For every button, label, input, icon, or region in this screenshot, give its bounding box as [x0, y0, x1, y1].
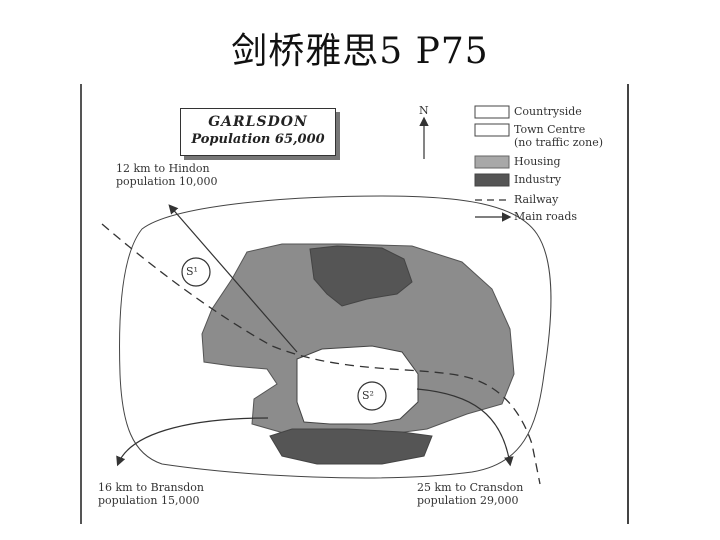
- hindon-distance: 12 km to Hindon: [116, 162, 210, 175]
- site-s2-label: S²: [362, 389, 374, 402]
- town-centre-area: [296, 345, 419, 425]
- countryside-boundary: [119, 195, 552, 479]
- legend-housing-symbol: [474, 155, 510, 169]
- legend-town-centre-symbol: [474, 123, 510, 137]
- map-frame: GARLSDON Population 65,000 N Countryside…: [80, 84, 629, 524]
- town-name: GARLSDON: [208, 114, 308, 130]
- legend-town-centre-label: Town Centre (no traffic zone): [514, 123, 604, 149]
- hindon-population: population 10,000: [116, 175, 218, 188]
- railway-line: [101, 223, 541, 485]
- cransdon-distance: 25 km to Cransdon: [417, 481, 524, 494]
- town-population: Population 65,000: [191, 132, 325, 147]
- legend-housing-label: Housing: [514, 155, 561, 168]
- cransdon-population: population 29,000: [417, 494, 519, 507]
- slide-title: 剑桥雅思5 P75: [231, 31, 489, 72]
- industry-north: [309, 245, 413, 307]
- road-to-hindon: [168, 204, 298, 353]
- town-info-box: GARLSDON Population 65,000: [180, 108, 336, 156]
- site-s2-marker[interactable]: [357, 381, 387, 411]
- map-canvas: [101, 105, 552, 485]
- legend-road-label: Main roads: [514, 210, 578, 223]
- bransdon-distance: 16 km to Bransdon: [98, 481, 205, 494]
- hindon-destination: 12 km to Hindon population 10,000: [116, 162, 218, 188]
- road-to-cransdon: [416, 388, 514, 467]
- legend-industry-label: Industry: [514, 173, 562, 186]
- cransdon-destination: 25 km to Cransdon population 29,000: [417, 481, 523, 507]
- legend-railway-label: Railway: [514, 193, 559, 206]
- industry-south: [269, 428, 433, 465]
- bransdon-destination: 16 km to Bransdon population 15,000: [98, 481, 204, 507]
- bransdon-population: population 15,000: [98, 494, 200, 507]
- legend-countryside-symbol: [474, 105, 510, 119]
- site-s1-marker[interactable]: [181, 257, 211, 287]
- legend-countryside-label: Countryside: [514, 105, 582, 118]
- legend-industry-symbol: [474, 173, 510, 187]
- road-to-bransdon: [116, 417, 269, 467]
- site-s1-label: S¹: [186, 265, 198, 278]
- north-label: N: [419, 104, 429, 117]
